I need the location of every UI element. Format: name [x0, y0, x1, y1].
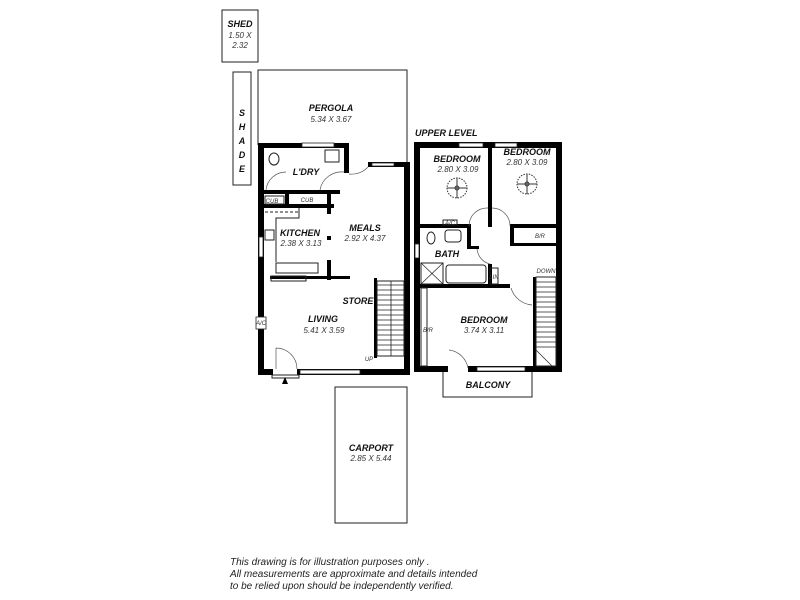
living-dim: 5.41 X 3.59 [304, 326, 345, 335]
bedroom1-dim: 2.80 X 3.09 [437, 165, 479, 174]
lower-level: CUB CUB L'DRY KITCHEN 2.38 X 3.13 MEALS … [255, 142, 410, 384]
shower-icon [420, 262, 444, 285]
upper-level: UPPER LEVEL BEDROOM 2.80 X 3.09 BEDROOM … [414, 128, 562, 398]
door-swing [476, 248, 491, 265]
robe-label: B/R [535, 234, 546, 240]
door-swing [319, 171, 345, 191]
stairs [374, 278, 405, 358]
bedroom1-label: BEDROOM [434, 154, 482, 164]
living-label: LIVING [308, 314, 338, 324]
door-swing [448, 349, 469, 369]
bathtub-icon [445, 264, 487, 284]
stove-icon [264, 229, 275, 241]
shed-dim: 2.32 [231, 41, 248, 50]
bedroom2-label: BEDROOM [504, 147, 552, 157]
pergola-dim: 5.34 X 3.67 [311, 115, 352, 124]
store-label: STORE [343, 296, 375, 306]
shed: SHED 1.50 X 2.32 [221, 9, 259, 63]
ac-unit [255, 316, 267, 330]
balcony-label: BALCONY [466, 380, 511, 390]
toilet-icon [268, 152, 280, 166]
toilet-icon [426, 231, 436, 245]
meals-dim: 2.92 X 4.37 [344, 234, 386, 243]
pergola: PERGOLA 5.34 X 3.67 [257, 69, 408, 163]
basin-icon [444, 229, 462, 243]
shade-letter: H [239, 122, 246, 132]
shed-label: SHED [227, 19, 253, 29]
ceiling-fan-icon [446, 177, 468, 199]
disclaimer-line: All measurements are approximate and det… [230, 569, 478, 580]
door-swing [491, 207, 511, 227]
entry-door [275, 347, 298, 370]
down-label: DOWN [537, 269, 557, 275]
robe-label: B/R [423, 328, 434, 334]
shade-letter: E [239, 164, 246, 174]
bedroom2-dim: 2.80 X 3.09 [506, 158, 548, 167]
shade: S H A D E [232, 71, 252, 186]
stairs [533, 276, 557, 367]
ceiling-fan-icon [516, 173, 538, 195]
upper-level-title: UPPER LEVEL [415, 128, 478, 138]
door-swing [265, 171, 287, 191]
carport-dim: 2.85 X 5.44 [350, 454, 392, 463]
shade-letter: D [239, 150, 246, 160]
door-swing [510, 287, 533, 306]
bath-label: BATH [435, 249, 460, 259]
cub-label: CUB [301, 198, 314, 204]
laundry-label: L'DRY [293, 167, 320, 177]
kitchen-dim: 2.38 X 3.13 [280, 239, 322, 248]
door-swing [468, 207, 489, 227]
kitchen-label: KITCHEN [280, 228, 320, 238]
disclaimer: This drawing is for illustration purpose… [230, 557, 477, 593]
shade-letter: S [239, 108, 245, 118]
sink-icon [275, 262, 319, 274]
door-swing [348, 166, 369, 175]
ac-label: A/C [444, 221, 456, 227]
ac-label: A/C [255, 321, 267, 327]
bedroom3-label: BEDROOM [461, 315, 509, 325]
linen-label: LIN [489, 275, 499, 281]
balcony [442, 372, 533, 398]
bedroom3-dim: 3.74 X 3.11 [464, 326, 504, 335]
shade-letter: A [238, 136, 246, 146]
meals-label: MEALS [349, 223, 381, 233]
tub-icon [324, 149, 340, 163]
pergola-label: PERGOLA [309, 103, 354, 113]
entry-arrow-icon [282, 377, 288, 384]
carport: CARPORT 2.85 X 5.44 [334, 386, 408, 524]
shed-dim: 1.50 X [228, 31, 252, 40]
disclaimer-line: to be relied upon should be independentl… [230, 581, 454, 592]
up-label: UP [365, 357, 373, 363]
carport-label: CARPORT [349, 443, 395, 453]
disclaimer-line: This drawing is for illustration purpose… [230, 557, 430, 568]
cub-label: CUB [266, 199, 279, 205]
